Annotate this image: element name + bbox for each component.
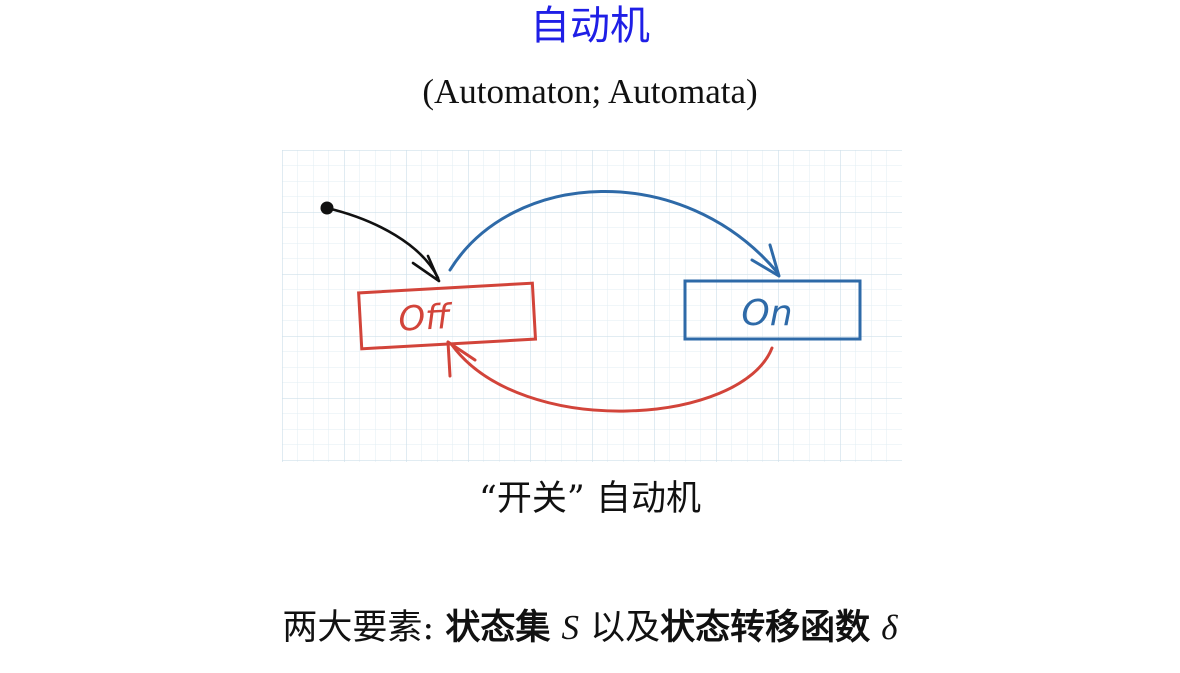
switch-automaton-diagram: Off On — [282, 150, 902, 462]
off-to-on-transition — [448, 190, 781, 278]
state-set-term: 状态集 — [445, 607, 551, 648]
state-off-box — [357, 281, 538, 351]
start-arrow-line — [325, 206, 440, 280]
state-on-box — [683, 279, 862, 341]
diagram-caption: “开关” 自动机 — [479, 479, 701, 519]
slide-subtitle: (Automaton; Automata) — [422, 72, 758, 111]
state-on: On — [683, 279, 862, 341]
off-to-on-arc — [448, 190, 779, 274]
on-to-off-arc — [450, 343, 774, 413]
key-elements-line: 两大要素: 状态集 S 以及状态转移函数 δ — [0, 605, 1180, 651]
slide-title: 自动机 — [530, 3, 650, 49]
state-on-label: On — [741, 293, 792, 334]
start-arrow-head — [411, 254, 441, 283]
state-off: Off — [357, 281, 538, 351]
off-to-on-arrow-head — [750, 243, 781, 278]
elements-prefix: 两大要素: — [282, 608, 446, 648]
transition-function-symbol: δ — [881, 608, 898, 647]
state-off-label: Off — [397, 297, 454, 340]
elements-connector: 以及 — [590, 608, 661, 648]
transition-function-term: 状态转移函数 — [660, 607, 871, 648]
start-transition — [320, 201, 441, 283]
state-set-symbol: S — [561, 608, 579, 647]
grid-background — [282, 150, 902, 462]
